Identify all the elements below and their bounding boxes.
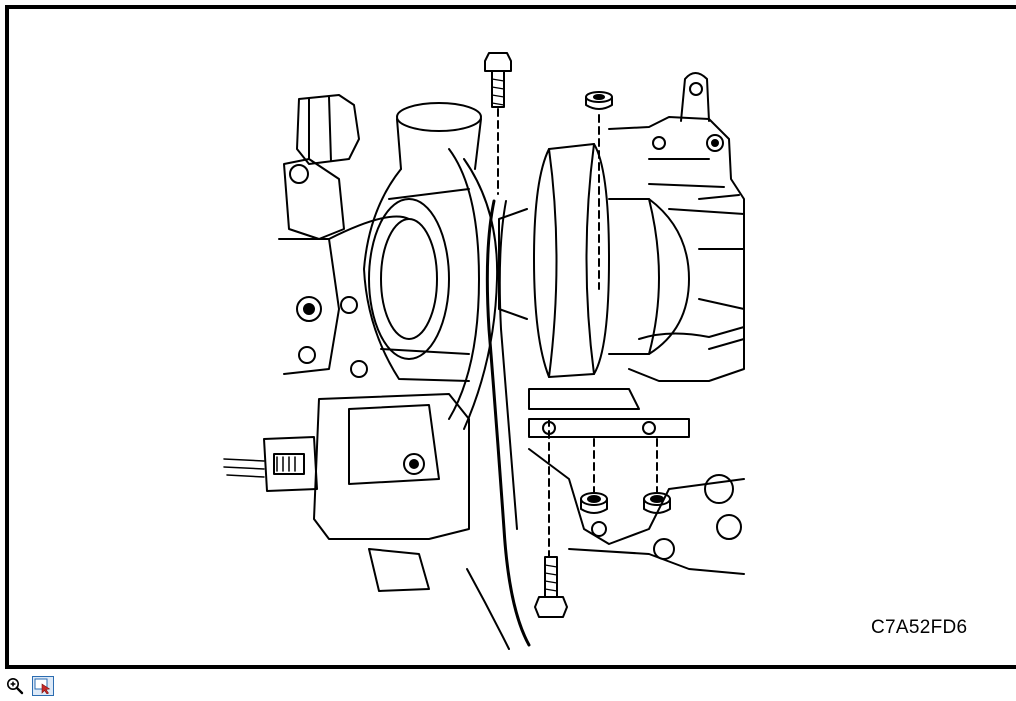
compressor-housing xyxy=(363,102,499,430)
turbine-housing xyxy=(498,143,690,410)
oil-feed-pipe xyxy=(466,199,531,650)
lower-nut-left xyxy=(580,492,608,514)
lower-manifold xyxy=(528,448,745,575)
oil-return-pipe xyxy=(528,418,690,438)
image-toolbar xyxy=(4,674,54,698)
turbocharger-illustration xyxy=(223,52,745,650)
figure-code-label: C7A52FD6 xyxy=(871,617,968,638)
lower-bolt xyxy=(534,556,568,618)
select-button[interactable] xyxy=(32,676,54,696)
wastegate-actuator xyxy=(223,393,470,592)
zoom-in-icon xyxy=(7,678,24,695)
figure-frame: C7A52FD6 xyxy=(5,5,1016,669)
exhaust-manifold xyxy=(608,72,745,382)
zoom-button[interactable] xyxy=(4,675,26,697)
alignment-lines xyxy=(497,108,658,558)
left-engine-components xyxy=(278,94,410,378)
select-cursor-icon xyxy=(34,678,51,694)
upper-nut xyxy=(585,91,613,110)
upper-bolt xyxy=(484,52,512,108)
